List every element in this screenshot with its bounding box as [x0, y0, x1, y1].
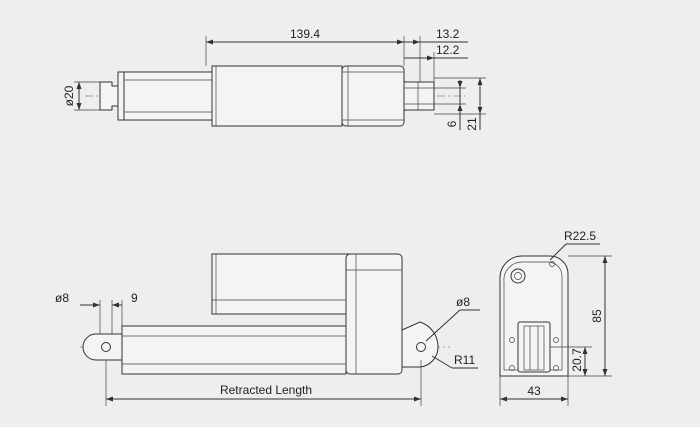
- dim-6: 6: [445, 120, 459, 127]
- dim-21: 21: [465, 117, 479, 131]
- side-front-clevis: [401, 321, 439, 368]
- top-rear-cap: [99, 81, 119, 111]
- side-motor-body: [211, 253, 363, 315]
- end-view: R22.5 85 20.7 43: [499, 229, 612, 406]
- top-motor-body: [211, 65, 343, 127]
- dim-13-2: 13.2: [436, 27, 460, 41]
- side-front-hole: [416, 342, 426, 352]
- side-gearbox: [345, 253, 403, 375]
- top-view: 139.4 13.2 12.2 ø20 6 21: [62, 27, 486, 131]
- dim-12-2: 12.2: [436, 43, 460, 57]
- side-view: ø8 9 ø8 R11 Retracted Length: [55, 253, 480, 406]
- end-tube-face: [517, 321, 551, 373]
- side-rear-clevis: [82, 333, 123, 361]
- end-top-boss: [510, 268, 526, 284]
- top-gearbox: [341, 65, 405, 127]
- top-rear-flange: [117, 71, 125, 121]
- dim-front-dia-8: ø8: [456, 295, 470, 309]
- top-front-clevis: [403, 81, 435, 111]
- dim-r22-5: R22.5: [564, 229, 596, 243]
- dim-retracted-length: Retracted Length: [220, 383, 312, 397]
- dim-43: 43: [527, 384, 541, 398]
- dim-dia-20: ø20: [62, 85, 76, 106]
- end-housing: [499, 255, 569, 377]
- dim-9: 9: [131, 291, 138, 305]
- dim-20-7: 20.7: [570, 348, 584, 372]
- side-rear-hole: [101, 342, 111, 352]
- dim-rear-dia-8: ø8: [55, 291, 69, 305]
- dim-85: 85: [590, 309, 604, 323]
- dim-r11: R11: [454, 353, 475, 367]
- dim-139-4: 139.4: [290, 27, 320, 41]
- side-outer-tube: [121, 325, 347, 375]
- top-outer-tube: [123, 71, 213, 121]
